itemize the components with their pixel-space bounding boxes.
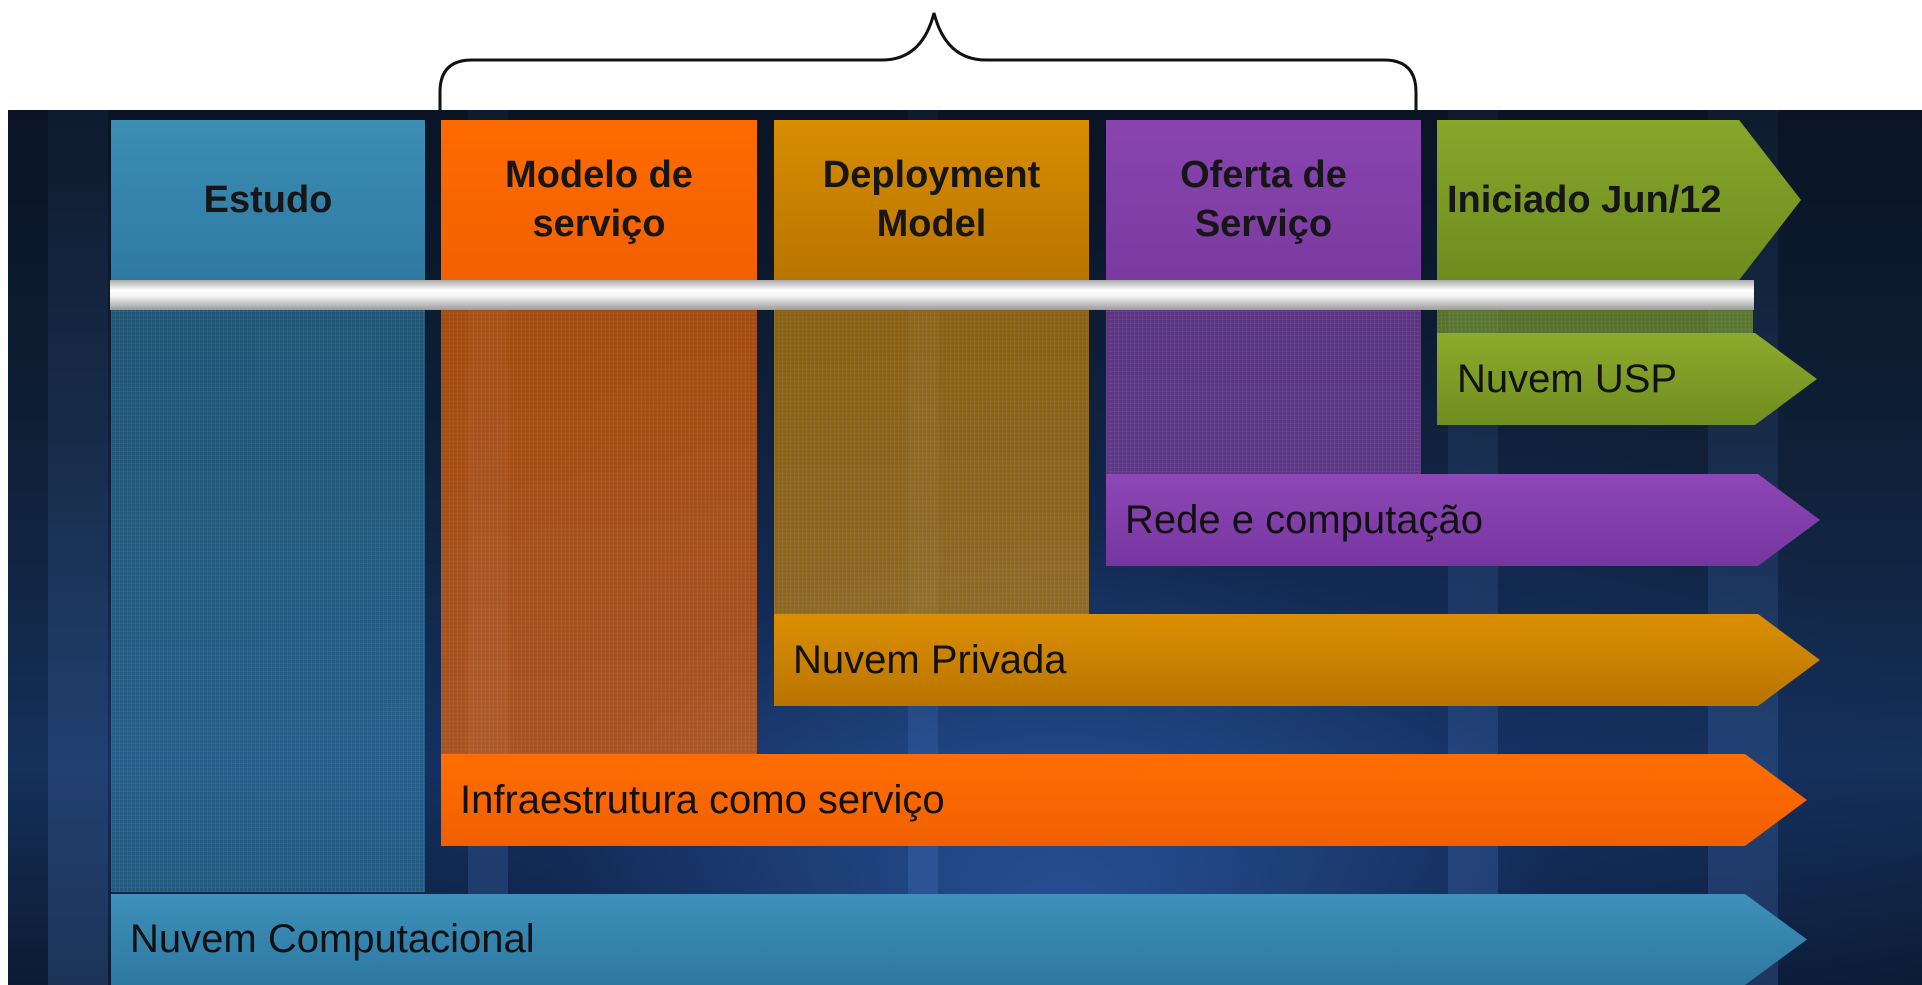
phase-band-iniciado xyxy=(1437,310,1753,334)
phase-header-label: Oferta de Serviço xyxy=(1180,154,1347,245)
arrow-nuvem-computacional: Nuvem Computacional xyxy=(111,894,1807,985)
arrow-label: Infraestrutura como serviço xyxy=(460,777,945,822)
phase-band-deployment xyxy=(774,310,1089,614)
arrow-label: Rede e computação xyxy=(1125,497,1484,542)
arrow-label: Nuvem Computacional xyxy=(130,917,535,961)
phase-header-deployment-model: Deployment Model xyxy=(774,120,1089,280)
phase-header-label: Iniciado Jun/12 xyxy=(1447,178,1722,221)
phase-header-estudo: Estudo xyxy=(111,120,425,280)
arrow-infraestrutura-servico: Infraestrutura como serviço xyxy=(441,754,1807,846)
phase-band-estudo xyxy=(111,310,425,892)
phase-header-modelo-servico: Modelo de serviço xyxy=(441,120,757,280)
arrow-label: Nuvem Privada xyxy=(793,637,1067,682)
arrow-nuvem-privada: Nuvem Privada xyxy=(774,614,1820,706)
phase-header-label: Estudo xyxy=(203,178,333,221)
arrow-label: Nuvem USP xyxy=(1457,356,1678,401)
curly-brace xyxy=(438,12,1418,110)
phase-band-modelo xyxy=(441,310,757,754)
timeline-divider-bar xyxy=(110,280,1754,310)
phase-header-label: Modelo de serviço xyxy=(505,154,693,245)
arrow-nuvem-usp: Nuvem USP xyxy=(1437,333,1817,425)
phase-header-oferta-servico: Oferta de Serviço xyxy=(1106,120,1421,280)
phase-header-iniciado: Iniciado Jun/12 xyxy=(1437,120,1801,280)
phase-header-label: Deployment Model xyxy=(822,154,1041,245)
phase-band-oferta xyxy=(1106,310,1421,476)
arrow-rede-computacao: Rede e computação xyxy=(1106,474,1820,566)
